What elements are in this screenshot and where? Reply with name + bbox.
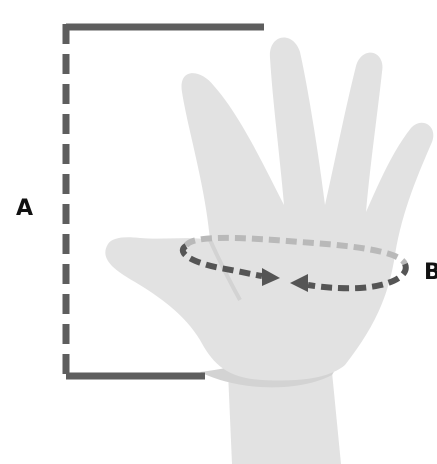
dashed-bracket-icon: [62, 23, 264, 380]
palm: [105, 37, 434, 381]
arrow-left-head: [290, 274, 308, 292]
loop-front-left: [179, 243, 263, 279]
wrist: [228, 372, 341, 464]
length-label: A: [16, 196, 34, 221]
loop-front-right: [307, 262, 409, 292]
arrow-right-head: [262, 268, 280, 286]
hand-palm-icon: [105, 37, 434, 464]
dashed-loop-arrows-icon: [179, 234, 409, 292]
loop-back-arc: [183, 234, 408, 266]
circumference-label: B: [424, 260, 437, 285]
